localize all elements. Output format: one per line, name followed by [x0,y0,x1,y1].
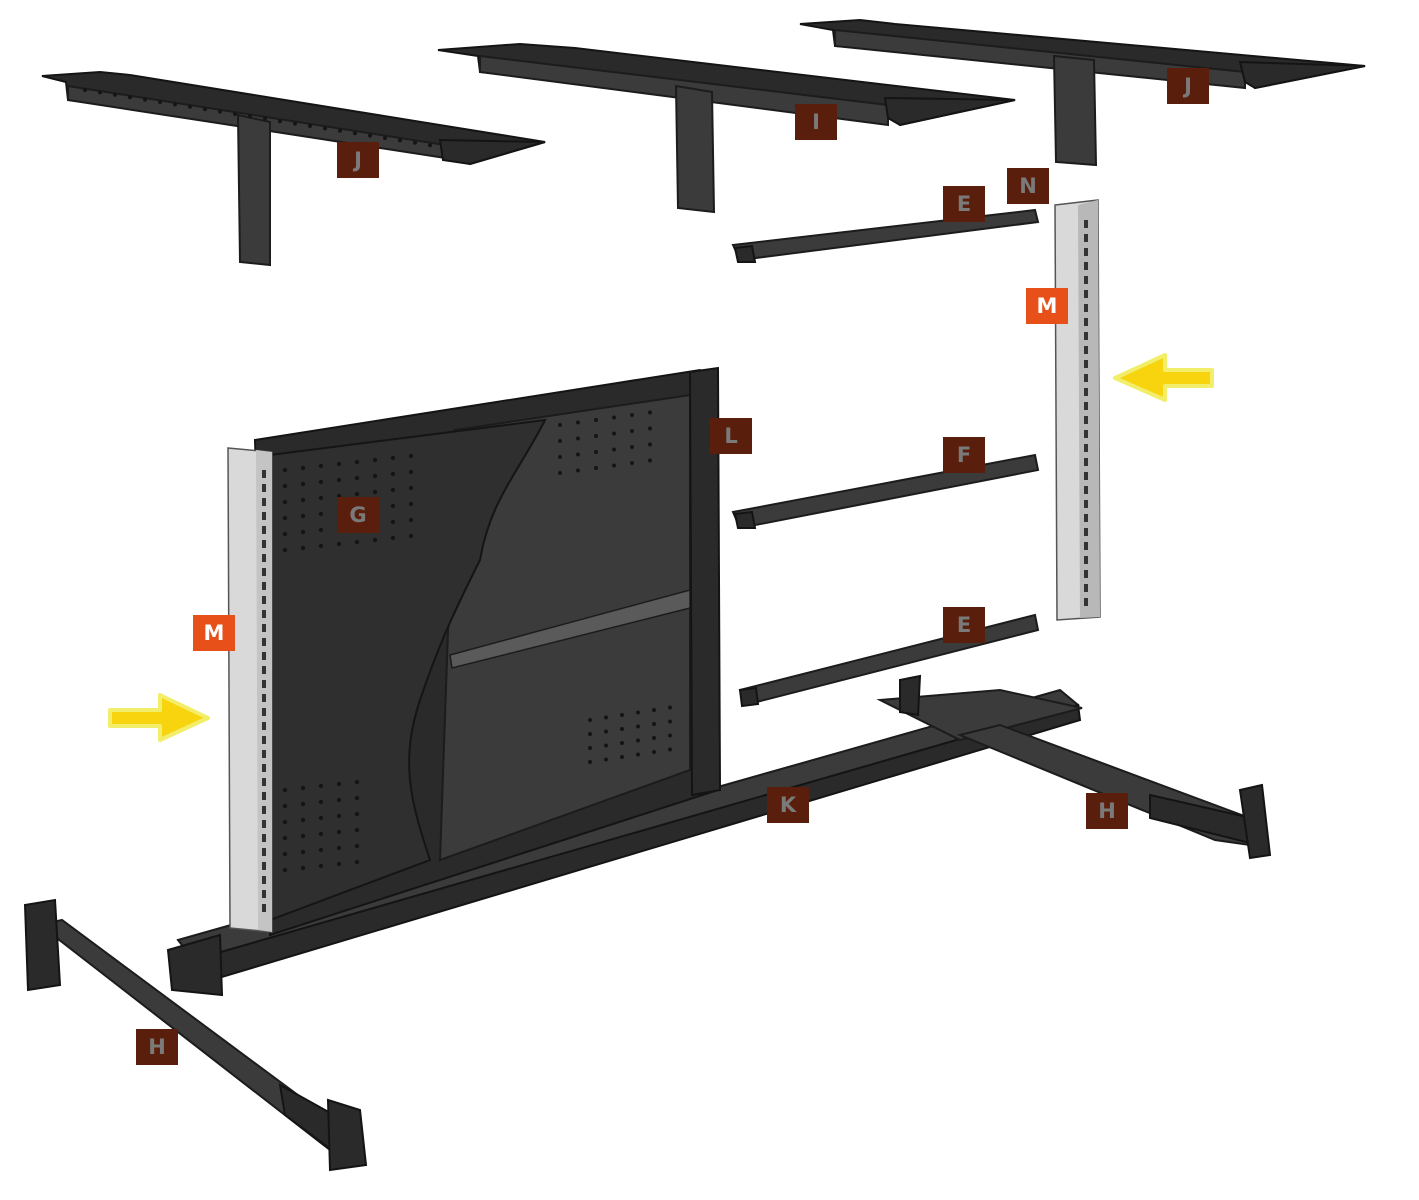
label-h-left: H [136,1029,178,1065]
svg-text:L: L [724,424,737,448]
top-bracket-right [799,18,1366,167]
label-i: I [795,104,837,140]
svg-text:J: J [352,148,362,172]
rail-e-top [731,208,1040,263]
svg-text:F: F [957,443,971,467]
label-l: L [710,418,752,454]
top-bracket-center [437,42,1016,214]
arrow-left-icon [1113,353,1214,402]
label-m-right: M [1026,288,1068,324]
svg-text:M: M [204,621,225,645]
svg-text:K: K [780,793,797,817]
svg-text:I: I [812,110,820,134]
svg-text:H: H [148,1035,166,1059]
label-k: K [767,787,809,823]
svg-text:G: G [349,503,366,527]
svg-text:E: E [957,613,971,637]
svg-text:H: H [1098,799,1116,823]
label-e-bottom: E [943,607,985,643]
label-j-right: J [1167,68,1209,104]
label-h-right: H [1086,793,1128,829]
svg-text:N: N [1019,174,1037,198]
base-leg-right [956,723,1272,860]
label-g: G [337,497,379,533]
svg-text:M: M [1037,294,1058,318]
arrow-right-icon [108,693,210,742]
base-beam [166,674,1083,997]
upright-left [227,447,273,933]
label-f: F [943,437,985,473]
svg-text:E: E [957,192,971,216]
base-leg-left [23,898,368,1172]
pegboard-panel [253,366,722,937]
rail-f [731,453,1040,530]
label-m-left: M [193,615,235,651]
label-n: N [1007,168,1049,204]
label-e-top: E [943,186,985,222]
svg-text:J: J [1182,74,1192,98]
label-j-left: J [337,142,379,178]
top-bracket-left [41,70,546,267]
upright-right [1054,199,1101,621]
